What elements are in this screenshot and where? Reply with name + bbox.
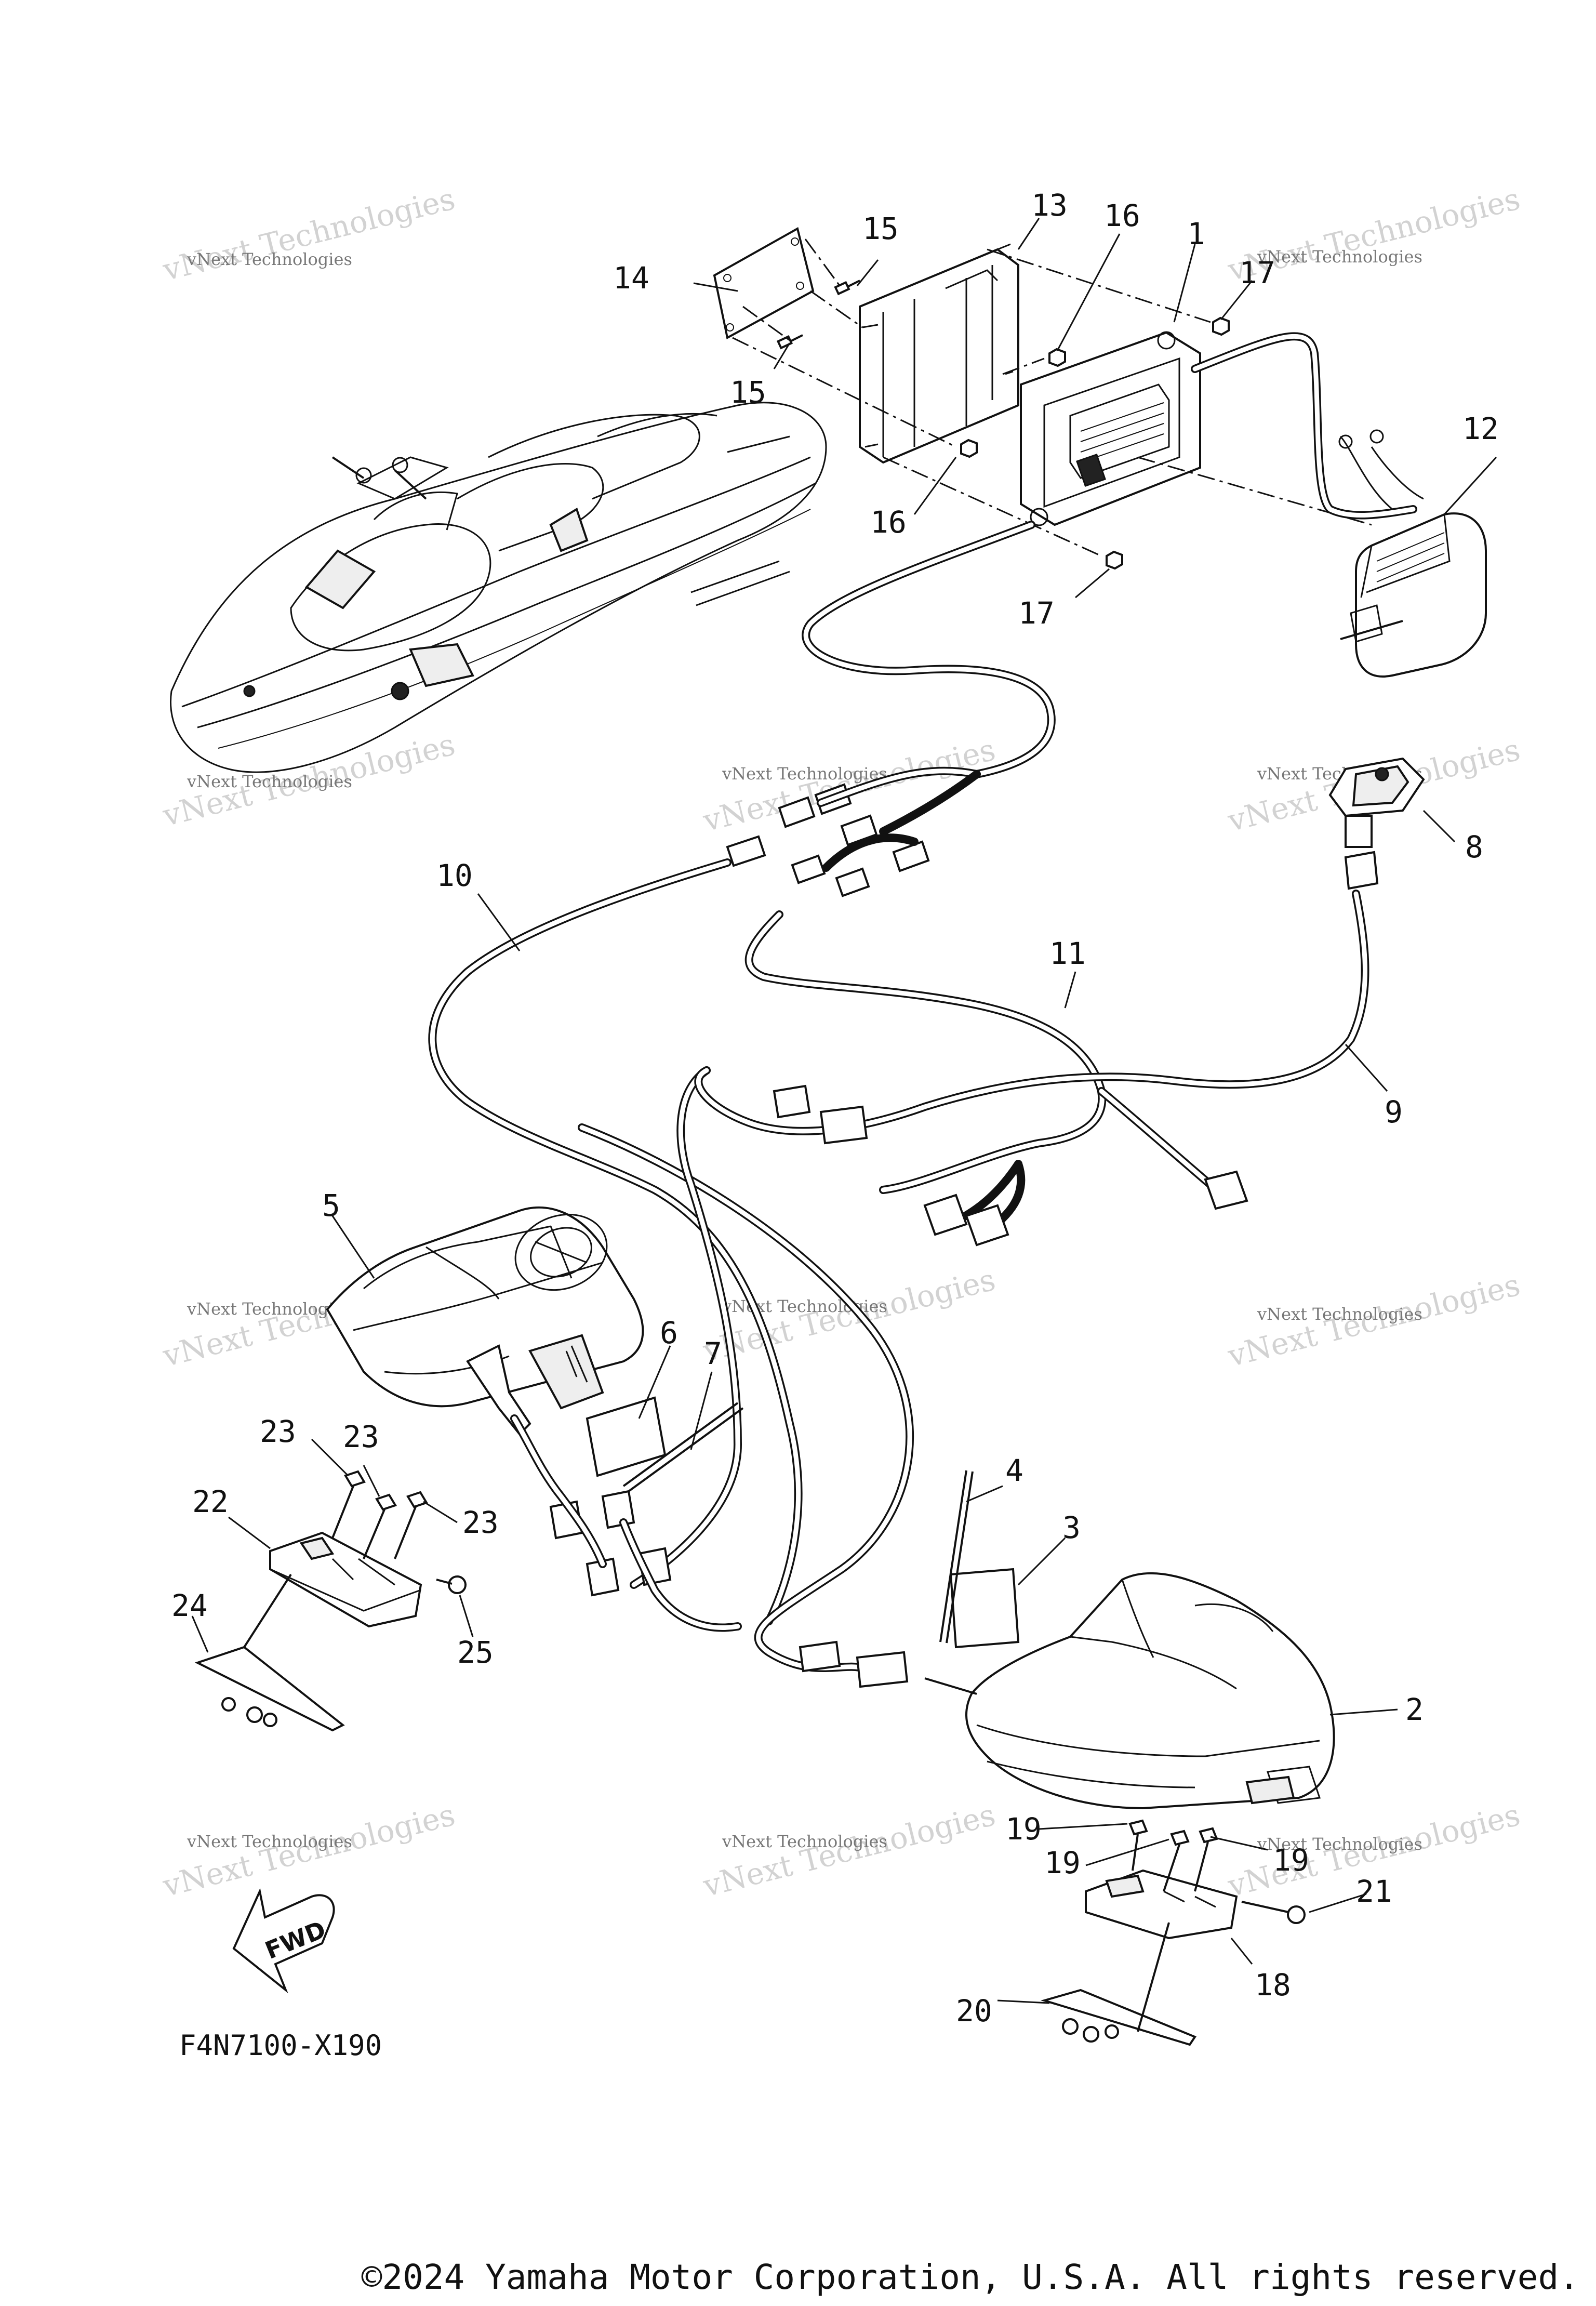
- part-screws-23: [331, 1470, 428, 1559]
- svg-text:vNext Technologies: vNext Technologies: [722, 764, 887, 784]
- callout-24: 24: [171, 1588, 208, 1623]
- part-left-housing: [326, 1206, 742, 1632]
- callout-3: 3: [1062, 1510, 1081, 1545]
- callout-9: 9: [1385, 1094, 1403, 1130]
- callout-7: 7: [704, 1336, 722, 1371]
- ecu-lead-wire: [802, 332, 1424, 778]
- wire-harness-10: [428, 858, 914, 1672]
- callout-12: 12: [1462, 411, 1499, 446]
- part-mounting-bracket: [859, 248, 1019, 464]
- svg-text:vNext Technologies: vNext Technologies: [1257, 247, 1422, 267]
- leader-lines: [191, 218, 1497, 2004]
- harness-connectors: [549, 766, 1379, 1688]
- part-screws-19: [1128, 1819, 1218, 1892]
- callout-20: 20: [956, 1993, 992, 2029]
- callout-15: 15: [730, 375, 766, 410]
- callout-16: 16: [870, 505, 907, 540]
- callout-15: 15: [862, 211, 899, 246]
- callout-1: 1: [1187, 216, 1205, 251]
- part-right-housing: [924, 1572, 1335, 1810]
- callout-16: 16: [1104, 198, 1140, 233]
- svg-text:vNext Technologies: vNext Technologies: [159, 181, 458, 288]
- svg-text:vNext Technologies: vNext Technologies: [187, 1299, 352, 1319]
- callout-23: 23: [343, 1419, 379, 1454]
- part-nuts: [862, 243, 1230, 570]
- callout-23: 23: [260, 1414, 296, 1449]
- part-bracket-right: [1040, 1869, 1238, 2046]
- callout-25: 25: [457, 1635, 494, 1670]
- part-bolt-21: [1241, 1901, 1306, 1924]
- part-bolt-25: [436, 1575, 467, 1594]
- part-plate: [713, 227, 815, 340]
- callout-labels: 1 2 3 4 5 6 7 8 9 10 11 12 13 14 15 15 1…: [171, 188, 1499, 2029]
- callout-14: 14: [613, 260, 649, 296]
- callout-11: 11: [1049, 936, 1086, 971]
- part-tie: [622, 1402, 744, 1492]
- wire-harness-11: [630, 910, 1215, 1589]
- svg-text:vNext Technologies: vNext Technologies: [1257, 1834, 1422, 1854]
- fwd-arrow-icon: FWD: [232, 1888, 335, 1994]
- callout-13: 13: [1031, 188, 1068, 223]
- svg-text:vNext Technologies: vNext Technologies: [187, 772, 352, 791]
- callout-22: 22: [192, 1484, 229, 1519]
- part-bracket-left: [194, 1531, 422, 1732]
- svg-text:vNext Technologies: vNext Technologies: [187, 249, 352, 269]
- wire-harness-9: [694, 890, 1369, 1135]
- callout-19: 19: [1273, 1843, 1309, 1878]
- callout-18: 18: [1255, 1967, 1291, 2003]
- callout-4: 4: [1005, 1453, 1023, 1488]
- callout-19: 19: [1005, 1811, 1042, 1847]
- svg-text:vNext Technologies: vNext Technologies: [1257, 1304, 1422, 1324]
- part-control-unit: [1020, 331, 1201, 526]
- callout-21: 21: [1356, 1874, 1392, 1909]
- callout-17: 17: [1018, 595, 1055, 631]
- callout-10: 10: [436, 858, 473, 893]
- callout-19: 19: [1044, 1845, 1081, 1880]
- callout-6: 6: [660, 1315, 678, 1350]
- callout-23: 23: [462, 1505, 499, 1540]
- callout-17: 17: [1239, 255, 1275, 290]
- watercraft-overview-illustration: [170, 402, 827, 773]
- callout-8: 8: [1465, 829, 1483, 865]
- figure-id: F4N7100-X190: [179, 2029, 382, 2062]
- part-pad-3: [949, 1568, 1020, 1649]
- copyright-notice: ©2024 Yamaha Motor Corporation, U.S.A. A…: [362, 2257, 1579, 2297]
- part-connector-cover: [1340, 512, 1487, 678]
- callout-5: 5: [322, 1188, 340, 1223]
- part-switch: [1328, 757, 1425, 848]
- callout-2: 2: [1405, 1692, 1424, 1727]
- svg-text:vNext Technologies: vNext Technologies: [187, 1832, 352, 1851]
- svg-text:vNext Technologies: vNext Technologies: [722, 1832, 887, 1851]
